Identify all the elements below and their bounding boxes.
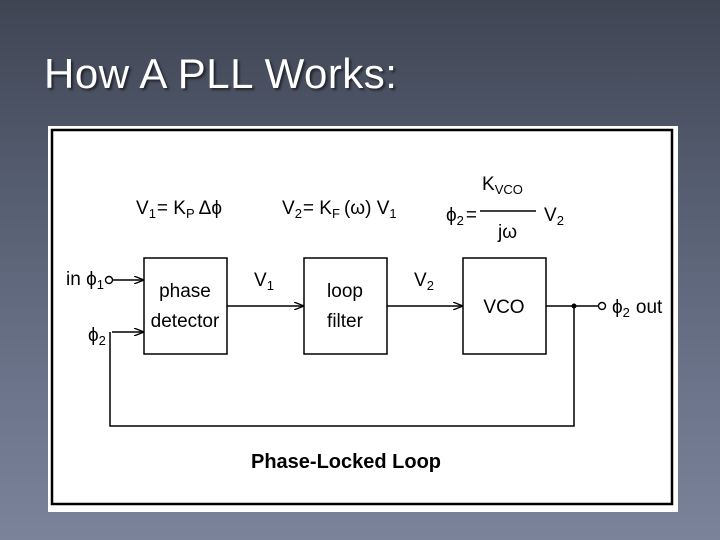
output-terminal [597, 301, 607, 311]
loop-filter-block [303, 257, 388, 355]
equation-vco: ϕ2= KVCO jω V2 [446, 174, 564, 243]
svg-text:KVCO: KVCO [482, 174, 523, 197]
vco-block [462, 257, 547, 355]
vco-label: VCO [483, 297, 524, 318]
phase-detector-label: phase [159, 281, 211, 302]
diagram-caption: Phase-Locked Loop [251, 451, 441, 473]
v2-label: V2 [414, 270, 434, 293]
feedback-loop-wire [109, 306, 575, 427]
svg-text:jω: jω [497, 222, 517, 243]
slide-title: How A PLL Works: [44, 50, 398, 97]
svg-text:V2: V2 [544, 205, 564, 228]
loop-filter-label-2: filter [327, 311, 364, 332]
phase-detector-label-2: detector [151, 311, 220, 332]
v1-label: V1 [254, 270, 274, 293]
input-terminal [104, 275, 114, 285]
phase-detector-block [143, 257, 228, 355]
equation-loop-filter: V2= KF(ω) V1 [282, 198, 397, 221]
loop-filter-label: loop [327, 281, 363, 302]
feedback-signal-label: ϕ2 [88, 325, 106, 348]
input-signal-label: in ϕ1 [66, 269, 104, 292]
svg-text:ϕ2=: ϕ2= [446, 205, 477, 228]
diagram-border [50, 128, 674, 506]
